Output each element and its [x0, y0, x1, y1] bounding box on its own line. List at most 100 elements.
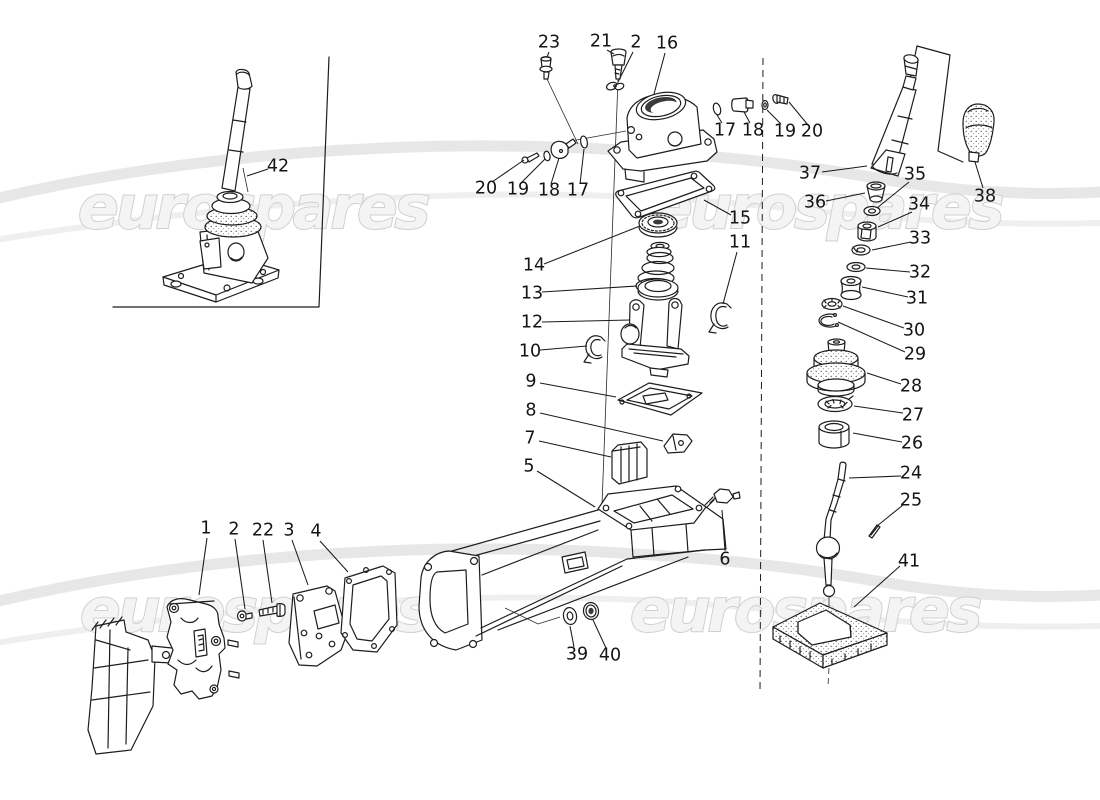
leader-line-25 [876, 504, 904, 527]
fork-12 [620, 297, 690, 378]
upper-lever-37 [870, 54, 919, 177]
leader-line-23 [546, 51, 550, 58]
part-callout-39: 39 [565, 644, 589, 665]
tail-housing-5 [418, 485, 727, 651]
part-callout-27: 27 [901, 405, 925, 426]
bushing-31 [840, 275, 862, 301]
plug-set-left [521, 135, 589, 164]
lock-ring-27 [817, 395, 854, 413]
bolt-23 [539, 56, 553, 80]
bolt-22 [258, 603, 286, 617]
watermark-text: eurospares [78, 173, 429, 243]
part-callout-6: 6 [719, 549, 731, 570]
leader-line-32 [865, 267, 911, 273]
clip-nut-2 [605, 81, 625, 91]
leader-line-21 [606, 49, 615, 55]
part-callout-18: 18 [537, 180, 561, 201]
leader-line-15 [703, 199, 732, 216]
part-callout-41: 41 [897, 551, 921, 572]
plug-set-right [712, 94, 789, 116]
leader-line-19 [520, 158, 546, 184]
leader-line-26 [852, 432, 903, 443]
part-callout-20: 20 [474, 178, 498, 199]
leader-line-39 [569, 625, 575, 648]
part-callout-11: 11 [728, 232, 752, 253]
gasket-4 [340, 565, 398, 653]
leader-line-31 [861, 286, 909, 298]
leader-line-3 [291, 539, 309, 586]
leader-line-40 [592, 619, 607, 649]
gasket-15 [615, 170, 716, 219]
leader-line-14 [543, 225, 641, 265]
leader-line-2 [234, 538, 246, 610]
leader-line-20 [788, 101, 809, 126]
split-bushing-26 [818, 420, 850, 449]
washer-30 [821, 297, 843, 311]
leader-lines [198, 49, 984, 649]
part-callout-17: 17 [713, 120, 737, 141]
part-callout-23: 23 [537, 32, 561, 53]
part-callout-33: 33 [908, 228, 932, 249]
part-callout-28: 28 [899, 376, 923, 397]
part-callout-32: 32 [908, 262, 932, 283]
pin-25 [868, 524, 881, 539]
part-callout-25: 25 [899, 490, 923, 511]
leader-line-1 [198, 537, 208, 596]
part-callout-8: 8 [525, 400, 537, 421]
leader-line-13 [541, 285, 638, 293]
leader-line-18 [550, 157, 560, 185]
part-callout-13: 13 [520, 283, 544, 304]
part-callout-40: 40 [598, 645, 622, 666]
part-callout-36: 36 [803, 192, 827, 213]
spring-clip-11 [708, 302, 732, 334]
leader-line-17 [716, 114, 723, 124]
leader-line-11 [722, 251, 738, 305]
bushing-34 [857, 221, 877, 242]
leader-line-8 [539, 412, 664, 442]
leader-line-41 [853, 565, 901, 608]
part-callout-2: 2 [630, 32, 642, 53]
leader-line-29 [837, 321, 906, 353]
clip-8 [663, 433, 693, 454]
part-callout-10: 10 [518, 341, 542, 362]
part-callout-34: 34 [907, 194, 931, 215]
gear-knob-38 [962, 103, 995, 163]
switch-6 [704, 488, 741, 508]
part-callout-19: 19 [773, 121, 797, 142]
part-callout-30: 30 [902, 320, 926, 341]
part-callout-26: 26 [900, 433, 924, 454]
bushing-36 [866, 181, 886, 203]
leader-line-10 [539, 345, 588, 351]
part-callout-31: 31 [905, 288, 929, 309]
leader-line-18 [743, 111, 751, 124]
leader-line-28 [866, 372, 902, 385]
watermark-layer: eurospares eurospares eurospares eurospa… [0, 140, 1100, 647]
washer-35 [863, 205, 881, 217]
leader-line-17 [579, 148, 585, 185]
axis-dashed-line [759, 57, 764, 694]
bearing-ring-14 [638, 212, 678, 238]
leader-line-24 [848, 475, 902, 479]
leader-line-9 [539, 382, 617, 398]
part-callout-1: 1 [200, 518, 212, 539]
lower-lever-24 [815, 461, 847, 687]
washer-32 [846, 261, 866, 273]
part-callout-17: 17 [566, 180, 590, 201]
bolt-21 [610, 48, 627, 80]
leader-line-12 [541, 319, 631, 323]
washer-33 [851, 244, 871, 256]
leader-line-2 [617, 51, 634, 83]
part-callout-2: 2 [228, 519, 240, 540]
part-callout-21: 21 [589, 31, 613, 52]
part-callout-5: 5 [523, 456, 535, 477]
part-callout-19: 19 [506, 179, 530, 200]
cover-16 [607, 91, 718, 183]
part-callout-16: 16 [655, 33, 679, 54]
mount-bracket-1 [166, 598, 240, 700]
leader-line-34 [877, 211, 913, 228]
part-callout-18: 18 [741, 120, 765, 141]
shifter-assembly-inset [162, 68, 280, 303]
rubber-base-41 [772, 602, 888, 669]
